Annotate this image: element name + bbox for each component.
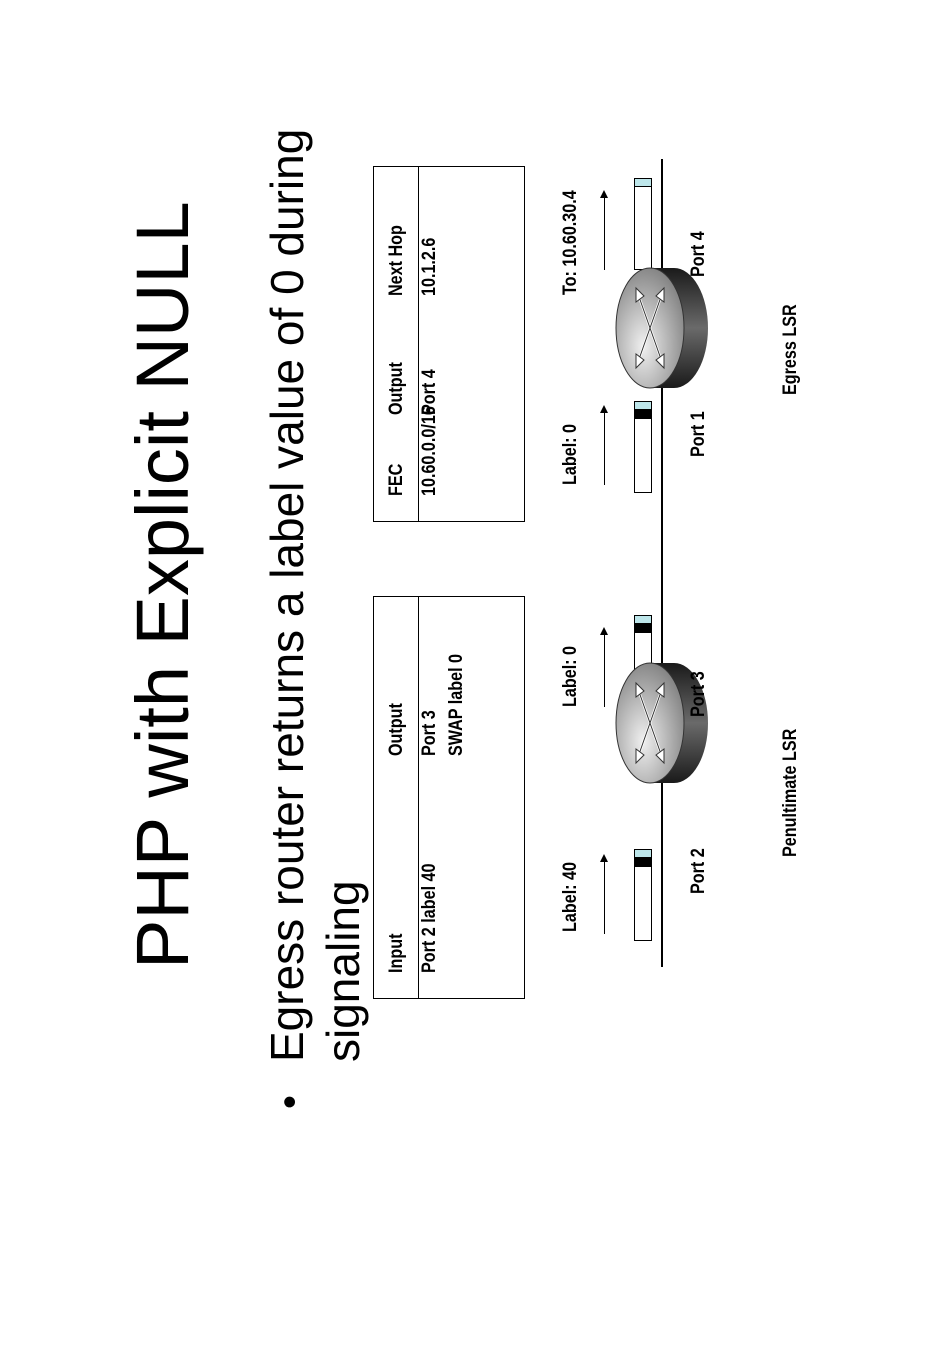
bullet-marker: • [268,1094,312,1109]
packet-1 [634,849,652,941]
egress-fib-table: FEC Output Next Hop 10.60.0.0/16 Port 4 … [373,166,525,522]
flow-arrow-4 [604,192,605,270]
packet-4-header [635,179,651,187]
bullet-line-2: signaling [317,880,369,1062]
penultimate-router-icon [615,662,708,784]
port-2-label: Port 2 [688,848,709,894]
packet-2-header [635,616,651,624]
penultimate-col-output: Output [386,703,407,756]
penultimate-lsr-label: Penultimate LSR [780,728,801,857]
bullet-line-1: Egress router returns a label value of 0… [261,128,313,1062]
packet-3-label [635,409,651,419]
slide-title: PHP with Explicit NULL [121,201,204,969]
egress-output-value: Port 4 [419,369,440,415]
port-1-label: Port 1 [688,411,709,457]
egress-next-hop-value: 10.1.2.6 [419,237,440,296]
penultimate-col-input: Input [386,933,407,973]
egress-col-output: Output [386,362,407,415]
egress-lsr-label: Egress LSR [780,304,801,395]
port-4-label: Port 4 [688,231,709,277]
egress-col-fec: FEC [386,463,407,496]
penultimate-lfib-table: Input Output Port 2 label 40 Port 3 SWAP… [373,596,525,999]
egress-router-icon [615,267,708,389]
penultimate-output-line-1: Port 3 [419,710,440,756]
packet-4 [634,178,652,270]
packet-label-0-penultimate: Label: 0 [560,645,581,707]
packet-label-0-egress: Label: 0 [560,423,581,485]
packet-label-40: Label: 40 [560,861,581,932]
penultimate-input-value: Port 2 label 40 [419,863,440,973]
egress-col-next-hop: Next Hop [386,225,407,296]
flow-arrow-3 [604,407,605,485]
port-3-label: Port 3 [688,671,709,717]
packet-2-label [635,623,651,633]
flow-arrow-2 [604,629,605,707]
packet-3 [634,401,652,493]
penultimate-output-line-2: SWAP label 0 [446,653,467,756]
packet-1-label [635,857,651,867]
flow-arrow-1 [604,856,605,934]
egress-fec-value: 10.60.0.0/16 [419,406,440,496]
packet-3-header [635,402,651,410]
packet-1-header [635,850,651,858]
destination-address: To: 10.60.30.4 [560,190,581,295]
